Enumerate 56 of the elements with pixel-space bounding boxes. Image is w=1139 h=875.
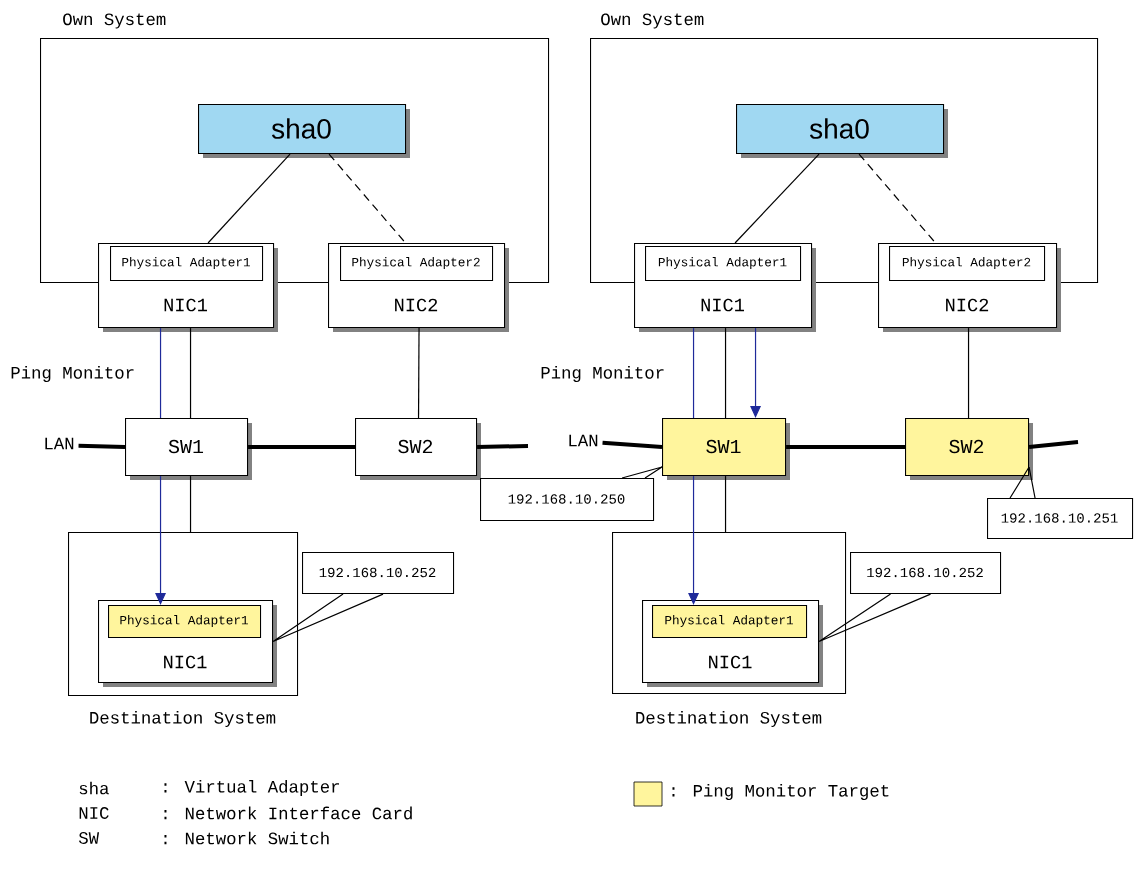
adapter-box: Physical Adapter2	[889, 246, 1046, 282]
connector-line	[724, 475, 727, 533]
callout-box: 192.168.10.251	[987, 498, 1134, 540]
callout-pointer	[1009, 466, 1036, 499]
connector-line	[724, 327, 727, 419]
connector-line	[692, 327, 695, 419]
connector-line	[328, 153, 407, 244]
node-label: Own System	[63, 13, 166, 29]
connector-line	[159, 327, 162, 419]
connector-line	[967, 327, 970, 419]
callout-pointer	[621, 466, 663, 479]
connector-line	[417, 327, 420, 419]
arrow	[155, 475, 167, 605]
virtual-adapter-box: sha0	[198, 104, 410, 158]
switch-box: SW1	[125, 418, 252, 480]
connector-line	[858, 153, 937, 244]
network-label: LAN	[569, 434, 598, 447]
term: sha	[79, 781, 109, 795]
callout-box: 192.168.10.252	[850, 552, 1002, 595]
annotation: Ping Monitor	[541, 365, 664, 383]
term: NIC	[79, 807, 109, 819]
adapter-box: Physical Adapter2	[340, 246, 494, 282]
annotation: Ping Monitor	[11, 365, 134, 383]
callout-pointer	[272, 593, 384, 643]
arrow	[750, 327, 762, 418]
lan-line	[78, 443, 126, 450]
lan-line	[1028, 440, 1079, 450]
lan-line	[248, 445, 355, 450]
node-label: Destination System	[636, 710, 822, 728]
definition: : Virtual Adapter	[164, 779, 339, 797]
adapter-box: Physical Adapter1	[652, 605, 808, 639]
lan-line	[786, 445, 905, 450]
connector-line	[207, 153, 291, 244]
network-label: LAN	[45, 437, 74, 450]
connector-line	[734, 153, 820, 244]
lan-line	[602, 440, 663, 450]
switch-box: SW2	[905, 418, 1033, 480]
adapter-box: Physical Adapter1	[110, 246, 264, 282]
switch-box: SW1	[662, 418, 790, 480]
connector-line	[189, 327, 192, 419]
node-label: Destination System	[90, 710, 276, 728]
virtual-adapter-box: sha0	[736, 104, 948, 158]
definition: : Network Interface Card	[164, 806, 412, 820]
legend-text: : Ping Monitor Target	[672, 783, 889, 801]
definition: : Network Switch	[164, 831, 329, 845]
adapter-box: Physical Adapter1	[108, 605, 262, 639]
callout-pointer	[818, 593, 932, 643]
switch-box: SW2	[355, 418, 481, 480]
node-label: Own System	[601, 13, 704, 29]
arrow	[688, 475, 700, 605]
lan-line	[477, 444, 529, 450]
term: SW	[78, 832, 100, 844]
callout-box: 192.168.10.252	[302, 552, 455, 595]
connector-line	[189, 475, 192, 533]
adapter-box: Physical Adapter1	[645, 246, 802, 282]
callout-box: 192.168.10.250	[480, 478, 655, 522]
